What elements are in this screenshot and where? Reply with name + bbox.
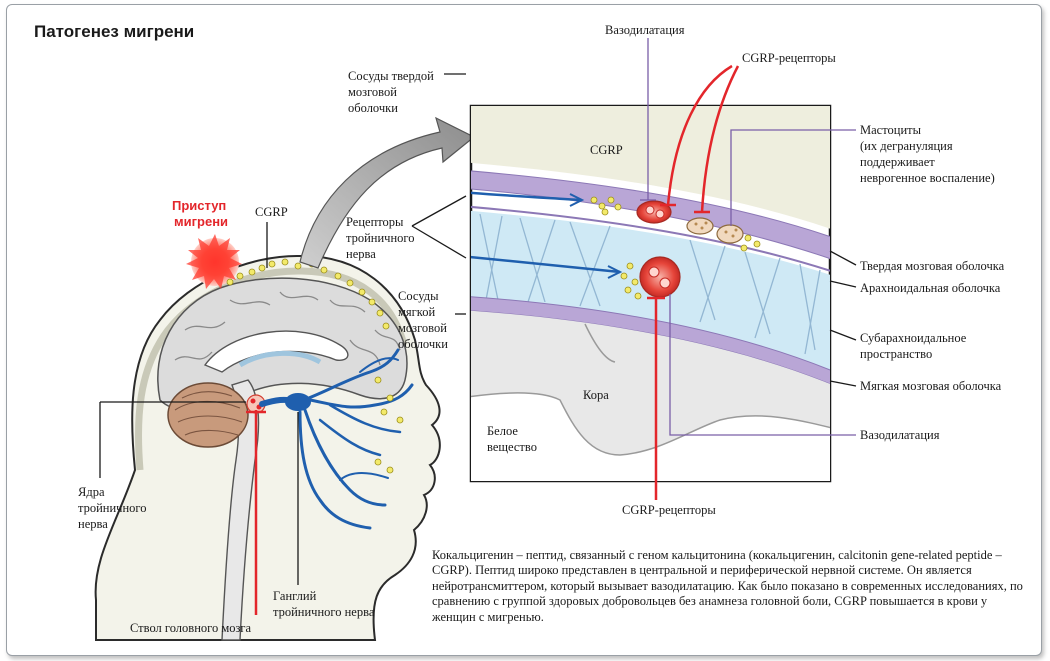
zoom-arrow [299, 116, 476, 269]
label-vasodilation-right: Вазодилатация [860, 428, 940, 442]
label-attack-2: мигрени [174, 214, 228, 229]
label-trigeminal-nuclei-1: Ядра [78, 485, 105, 499]
label-cgrp-inset: CGRP [590, 143, 623, 157]
label-mast-cells-4: неврогенное воспаление) [860, 171, 995, 185]
label-subarachnoid-2: пространство [860, 347, 932, 361]
pia-vessel [639, 256, 681, 298]
caption-text: Кокальцигенин – пептид, связанный с гено… [432, 548, 1023, 624]
label-arachnoid: Арахноидальная оболочка [860, 281, 1001, 295]
meninges-inset [469, 104, 832, 483]
label-attack-1: Приступ [172, 198, 226, 213]
label-mast-cells-2: (их дегрануляция [860, 139, 953, 153]
label-cortex: Кора [583, 388, 609, 402]
label-vasodilation-top: Вазодилатация [605, 23, 685, 37]
label-ganglion-2: тройничного нерва [273, 605, 375, 619]
label-cgrp-receptors-top: CGRP-рецепторы [742, 51, 836, 65]
cgrp-dots-inset [590, 196, 761, 300]
label-trigeminal-nuclei-3: нерва [78, 517, 108, 531]
label-pia-vessels-2: мягкой [398, 305, 435, 319]
label-cgrp-receptors-bottom: CGRP-рецепторы [622, 503, 716, 517]
label-dura: Твердая мозговая оболочка [860, 259, 1005, 273]
label-white-matter-2: вещество [487, 440, 537, 454]
label-subarachnoid-1: Субарахноидальное [860, 331, 967, 345]
label-white-matter-1: Белое [487, 424, 518, 438]
label-dura-vessels-2: мозговой [348, 85, 397, 99]
label-dura-vessels-1: Сосуды твердой [348, 69, 434, 83]
label-brainstem: Ствол головного мозга [130, 621, 252, 635]
label-pia-vessels-3: мозговой [398, 321, 447, 335]
label-cgrp-head: CGRP [255, 205, 288, 219]
figure-title: Патогенез мигрени [34, 22, 194, 41]
trigeminal-ganglion [285, 393, 311, 411]
label-trigeminal-receptors-1: Рецепторы [346, 215, 404, 229]
mast-cells [686, 217, 744, 244]
head-illustration [94, 234, 441, 641]
cgrp-dots-head [226, 258, 404, 474]
label-trigeminal-receptors-3: нерва [346, 247, 376, 261]
label-pia-vessels-1: Сосуды [398, 289, 439, 303]
label-trigeminal-receptors-2: тройничного [346, 231, 414, 245]
label-pia: Мягкая мозговая оболочка [860, 379, 1002, 393]
label-mast-cells-1: Мастоциты [860, 123, 922, 137]
label-trigeminal-nuclei-2: тройничного [78, 501, 146, 515]
label-mast-cells-3: поддерживает [860, 155, 935, 169]
leader-lines [99, 38, 857, 585]
label-ganglion-1: Ганглий [273, 589, 317, 603]
label-dura-vessels-3: оболочки [348, 101, 398, 115]
label-pia-vessels-4: оболочки [398, 337, 448, 351]
